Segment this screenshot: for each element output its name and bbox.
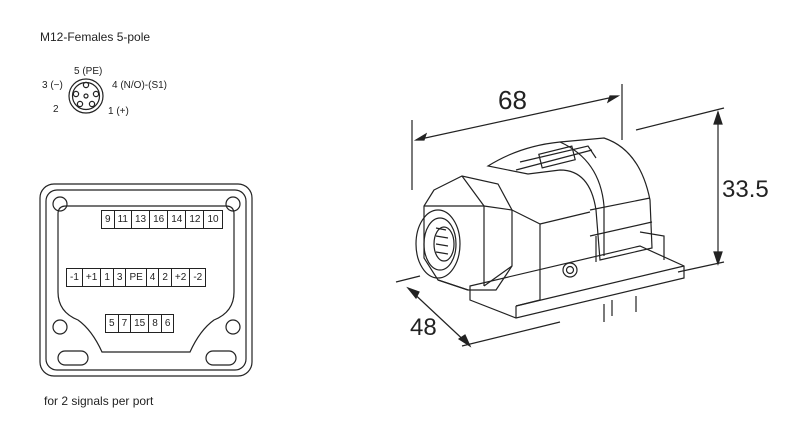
dimension-48-line xyxy=(395,275,561,348)
terminal-cell: 4 xyxy=(145,268,160,287)
terminal-cell: 5 xyxy=(105,314,119,333)
terminal-cell: 3 xyxy=(112,268,127,287)
pin-1-label: 1 (+) xyxy=(108,106,129,117)
m12-connector-face-icon xyxy=(68,78,104,114)
junction-box-outline xyxy=(39,183,253,377)
terminal-cell: 16 xyxy=(149,210,169,229)
dimension-33-5-line xyxy=(635,107,725,273)
terminal-cell: 1 xyxy=(100,268,114,287)
housing-isometric-drawing xyxy=(415,137,685,322)
terminal-cell: 13 xyxy=(130,210,151,229)
dimension-68-line xyxy=(411,84,623,190)
terminal-cell: +1 xyxy=(81,268,102,287)
terminal-cell: 12 xyxy=(185,210,205,229)
terminal-cell: 8 xyxy=(148,314,162,333)
pin-5-label: 5 (PE) xyxy=(74,66,103,77)
terminal-cell: -2 xyxy=(189,268,207,287)
terminal-cell: 7 xyxy=(117,314,132,333)
terminal-row-top: 9 11 13 16 14 12 10 xyxy=(101,210,223,229)
pin-4-label: 4 (N/O)-(S1) xyxy=(112,80,167,91)
terminal-cell: PE xyxy=(125,268,147,287)
dimension-width-label: 48 xyxy=(410,314,437,341)
terminal-cell: 2 xyxy=(158,268,172,287)
terminal-cell: -1 xyxy=(66,268,83,287)
terminal-cell: 11 xyxy=(113,210,132,229)
terminal-cell: 9 xyxy=(101,210,115,229)
terminal-row-middle: -1 +1 1 3 PE 4 2 +2 -2 xyxy=(66,268,207,287)
terminal-cell: 6 xyxy=(160,314,175,333)
connector-title: M12-Females 5-pole xyxy=(40,30,151,44)
junction-box-caption: for 2 signals per port xyxy=(44,394,154,408)
dimension-height-label: 33.5 xyxy=(722,176,769,203)
terminal-cell: 15 xyxy=(130,314,150,333)
terminal-cell: +2 xyxy=(170,268,191,287)
terminal-row-bottom: 5 7 15 8 6 xyxy=(105,314,175,333)
terminal-cell: 14 xyxy=(167,210,187,229)
terminal-cell: 10 xyxy=(203,210,223,229)
dimension-length-label: 68 xyxy=(498,85,527,115)
pin-3-label: 3 (−) xyxy=(42,80,63,91)
pin-2-label: 2 xyxy=(53,104,59,115)
